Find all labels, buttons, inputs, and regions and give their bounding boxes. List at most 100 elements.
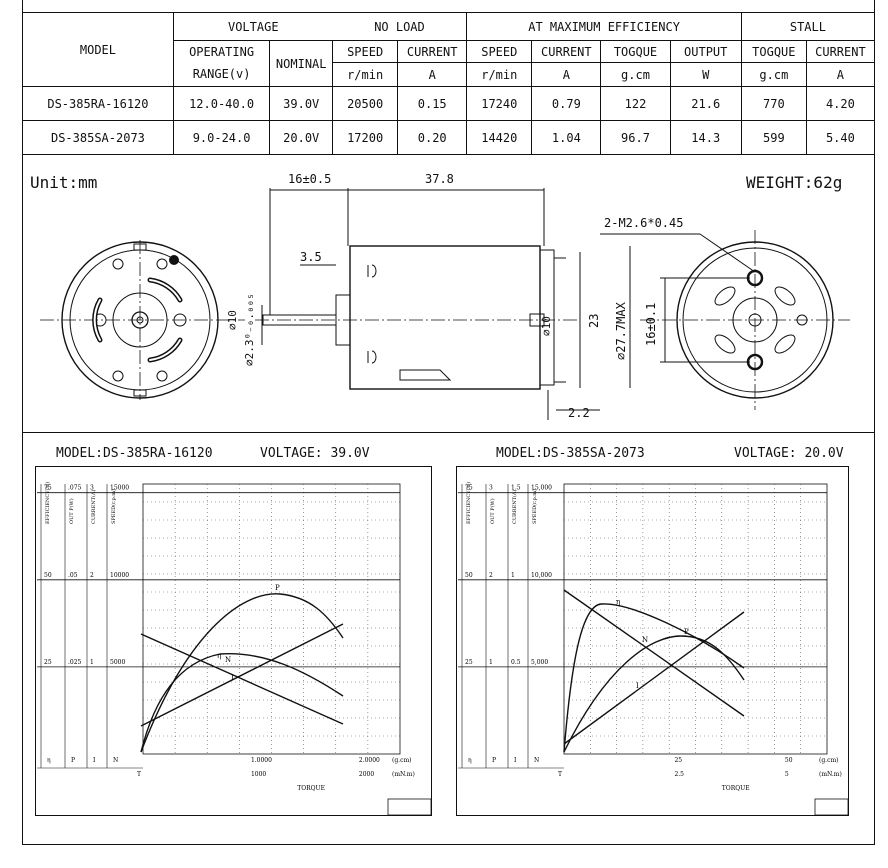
current-curve [563,611,745,745]
table-header-row-2: OPERATING NOMINAL SPEED CURRENT SPEED CU… [23,40,876,87]
dim-23: 23 [587,313,601,328]
curve-label: P [684,628,689,636]
output-curve [563,635,745,753]
cell-st-current: 5.40 [805,120,876,155]
table-header-row-1: MODEL VOLTAGE NO LOAD AT MAXIMUM EFFICIE… [22,12,876,87]
curve-label: N [225,656,231,664]
axis-header-label: OUT P(W) [489,498,496,524]
chart-1-model: MODEL:DS-385RA-16120 [56,446,213,461]
x-tick-label-secondary: (mN.m) [819,771,842,778]
header-me-torque: TOGQUE [600,40,671,63]
cell-me-speed: 17240 [466,86,533,121]
dim-body-length: 37.8 [425,172,454,186]
y-tick-label: 50 [465,572,473,579]
curve-label: η [217,652,221,660]
dim-3-5: 3.5 [300,250,322,264]
y-tick-label: 3 [90,485,94,492]
cell-st-torque: 770 [740,86,807,121]
header-me-output: OUTPUT [669,40,742,63]
cell-nominal: 20.0V [269,120,334,155]
y-tick-label: 2 [489,572,493,579]
cell-model: DS-385SA-2073 [22,120,174,155]
dim-hole-spacing: 16±0.1 [644,302,658,346]
header-nl-speed: SPEED [332,40,399,63]
foot-label: η [47,757,51,764]
title-box [814,798,849,816]
cell-nl-current: 0.20 [397,120,468,155]
cell-me-output: 21.6 [669,86,742,121]
y-tick-label: 75 [465,485,473,492]
rear-view [600,230,850,410]
x-tick-label-secondary: 5 [785,771,789,778]
output-curve [140,593,344,753]
cell-nl-current: 0.15 [397,86,468,121]
foot-label: I [93,757,96,764]
cell-me-torque: 96.7 [600,120,671,155]
datasheet-frame [22,0,875,845]
cell-me-torque: 122 [600,86,671,121]
y-tick-label: .025 [68,659,82,666]
y-tick-label: .05 [68,572,78,579]
curve-label: N [642,636,648,644]
chart-1-voltage: VOLTAGE: 39.0V [260,446,370,461]
cell-me-current: 0.79 [531,86,602,121]
performance-chart-1: EFFICIENCY(%)OUT P(W)CURRENT(A)SPEED(r.p… [37,482,432,816]
dim-shaft-length: 16±0.5 [288,172,332,186]
header-operating: OPERATING [172,40,271,63]
y-tick-label: 75 [44,485,52,492]
performance-chart-2: EFFICIENCY(%)OUT P(W)CURRENT(A)SPEED(r.p… [458,482,849,816]
motor-drawing [40,188,850,420]
efficiency-curve [140,653,344,753]
y-tick-label: 25 [465,659,473,666]
dim-body-diameter: ⌀27.7MAX [614,302,628,360]
y-tick-label: 10,000 [531,572,552,579]
unit-st-current: A [805,62,876,87]
table-header-row-3: RANGE(v) r/min A r/min A g.cm W g.cm A [23,62,876,87]
table-row: DS-385RA-16120 12.0-40.0 39.0V 20500 0.1… [22,86,876,121]
y-tick-label: 15,000 [531,485,552,492]
y-tick-label: 25 [44,659,52,666]
origin-label: T [558,771,562,778]
x-tick-label-secondary: 2000 [359,771,374,778]
dim-2-2: 2.2 [568,406,590,420]
unit-nl-speed: r/min [332,62,399,87]
x-tick-label-secondary: 1000 [251,771,266,778]
y-tick-label: 0.5 [511,659,521,666]
cell-me-current: 1.04 [531,120,602,155]
axis-header-label: CURRENT(A) [90,490,97,524]
axis-header-label: OUT P(W) [68,498,75,524]
y-tick-label: 2 [90,572,94,579]
curve-label: P [275,584,280,592]
y-tick-label: 10000 [110,572,129,579]
origin-label: T [137,771,141,778]
y-tick-label: 15000 [110,485,129,492]
y-tick-label: 1 [90,659,94,666]
unit-label: Unit:mm [30,173,98,192]
foot-label: P [71,757,75,764]
header-st-current: CURRENT [805,40,876,63]
cell-nl-speed: 20500 [332,86,399,121]
x-tick-label-secondary: (mN.m) [392,771,415,778]
x-tick-label: 1.0000 [251,757,272,764]
unit-me-current: A [531,62,602,87]
spec-table: MODEL VOLTAGE NO LOAD AT MAXIMUM EFFICIE… [22,12,876,155]
x-tick-label: 25 [674,757,682,764]
foot-label: η [468,757,472,764]
y-tick-label: 5000 [110,659,125,666]
dim-thread: 2-M2.6*0.45 [604,216,684,230]
header-no-load: NO LOAD [332,12,468,41]
x-tick-label: (g.cm) [392,757,411,764]
unit-st-torque: g.cm [740,62,807,87]
x-tick-label: (g.cm) [819,757,838,764]
unit-me-output: W [669,62,742,87]
cell-st-current: 4.20 [805,86,876,121]
dim-shaft-diameter: ⌀2.3⁰₋₀.₀₀₅ [243,293,256,366]
header-me-current: CURRENT [531,40,602,63]
curve-label: η [616,598,620,606]
y-tick-label: 5,000 [531,659,548,666]
header-max-efficiency: AT MAXIMUM EFFICIENCY [466,12,742,41]
header-st-torque: TOGQUE [740,40,807,63]
y-tick-label: 3 [489,485,493,492]
header-me-speed: SPEED [466,40,533,63]
weight-label: WEIGHT:62g [746,173,843,192]
